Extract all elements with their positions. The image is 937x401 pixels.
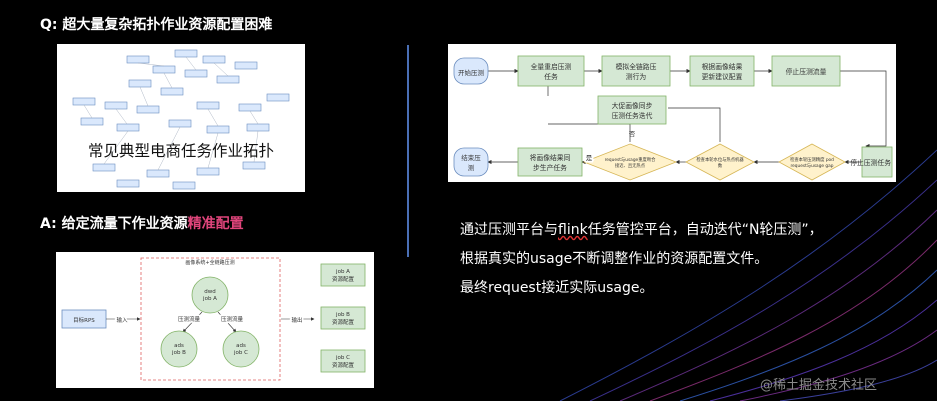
check3-line2: 接近、且无热点 — [615, 162, 646, 169]
system-title: 画像系统+全链路压测 — [185, 259, 234, 266]
edge-a-to-b — [182, 311, 203, 333]
a-heading-prefix: A: 给定流量下作业资源 — [40, 216, 188, 232]
description-line-3: 最终request接近实际usage。 — [460, 280, 654, 296]
topology-caption: 常见典型电商任务作业拓扑 — [88, 142, 274, 160]
ads-b-line1: ads — [174, 343, 184, 349]
restart-task-box — [517, 55, 585, 87]
res-config-c-box — [320, 349, 366, 373]
no-label: 否 — [629, 130, 636, 138]
a-heading: A: 给定流量下作业资源精准配置 — [40, 213, 244, 233]
iterate-box — [597, 95, 667, 125]
step3-line1: 根据画像结果 — [702, 62, 743, 71]
end-line1: 结束压 — [461, 153, 481, 162]
description-line-2: 根据真实的usage不断调整作业的资源配置文件。 — [460, 251, 769, 267]
sync-production-box — [517, 147, 583, 177]
step2-line1: 模拟全链路压 — [616, 62, 657, 71]
check1-line2: request与usage gap — [790, 162, 833, 169]
step1-line1: 全量重启压测 — [531, 62, 572, 71]
a-heading-highlight: 精准配置 — [187, 216, 244, 232]
res-config-b-box — [320, 306, 366, 330]
dwd-node-line2: job A — [202, 296, 217, 302]
dwd-job-a-node — [191, 276, 229, 314]
yes-label: 是 — [586, 154, 593, 162]
check-hotspot-diamond — [685, 143, 755, 181]
check3-line1: request与usage重度吻合 — [605, 156, 656, 163]
start-node — [453, 57, 489, 85]
res-b-line1: job B — [335, 312, 350, 318]
update-config-box — [689, 55, 755, 87]
sync-line2: 步生产任务 — [533, 163, 567, 172]
check-fit-diamond — [582, 143, 678, 181]
flowchart-panel: 开始压测 全量重启压测 任务 模拟全链路压 测行为 根据画像结果 更新建议配置 … — [448, 44, 896, 182]
stop-task-box — [861, 146, 893, 178]
iterate-line1: 大促画像同步 — [612, 101, 653, 110]
res-b-line2: 资源配置 — [332, 318, 355, 326]
step1-line2: 任务 — [544, 72, 558, 81]
load-label-right: 压测流量 — [221, 315, 244, 323]
ads-c-line1: ads — [236, 343, 246, 349]
check1-line1: 检查本轮压测精度 pod — [790, 156, 834, 163]
ads-b-line2: job B — [171, 350, 186, 356]
res-config-a-box — [320, 263, 366, 287]
output-label: 输出 — [291, 316, 302, 324]
check2-line2: 数 — [718, 162, 723, 169]
simulate-box — [601, 55, 671, 87]
dwd-node-line1: dwd — [204, 289, 215, 295]
ads-job-c-node — [222, 330, 260, 368]
step3-line2: 更新建议配置 — [702, 72, 743, 81]
end-line2: 测 — [468, 164, 475, 172]
system-group-box — [140, 257, 281, 381]
step2-line2: 测行为 — [626, 72, 647, 81]
input-label: 输入 — [116, 316, 128, 324]
res-a-line2: 资源配置 — [332, 275, 355, 283]
topology-panel: 常见典型电商任务作业拓扑 — [57, 44, 305, 192]
description-block: 通过压测平台与flink任务管控平台，自动迭代“N轮压测”， 根据真实的usag… — [460, 216, 823, 303]
ads-c-line2: job C — [233, 350, 248, 356]
start-label: 开始压测 — [458, 68, 485, 77]
watermark: @稀土掘金技术社区 — [760, 378, 878, 393]
res-c-line2: 资源配置 — [332, 361, 355, 369]
topology-diagram: 常见典型电商任务作业拓扑 — [72, 49, 290, 190]
q-heading: Q: 超大量复杂拓扑作业资源配置困难 — [40, 17, 273, 33]
sync-line1: 将画像结果同 — [530, 153, 571, 162]
res-a-line1: job A — [335, 269, 350, 275]
stop-traffic-box — [771, 55, 841, 87]
iterate-line2: 压测任务迭代 — [612, 111, 653, 120]
target-rps-label: 目标RPS — [73, 316, 95, 324]
res-c-line1: job C — [335, 355, 350, 361]
description-line-1: 通过压测平台与flink任务管控平台，自动迭代“N轮压测”， — [460, 222, 823, 238]
resource-config-diagram: 画像系统+全链路压测 目标RPS 输入 dwd job A 压测流量 压测流量 … — [61, 257, 366, 381]
ads-job-b-node — [160, 330, 198, 368]
check-gap-diamond — [778, 143, 846, 181]
stop-task-label: 停止压测任务 — [850, 158, 891, 167]
load-label-left: 压测流量 — [178, 315, 201, 323]
check2-line1: 检查本轮水位与热点机器 — [696, 156, 744, 163]
vertical-divider — [407, 45, 409, 257]
iteration-flowchart: 开始压测 全量重启压测 任务 模拟全链路压 测行为 根据画像结果 更新建议配置 … — [453, 55, 893, 181]
resource-config-panel: 画像系统+全链路压测 目标RPS 输入 dwd job A 压测流量 压测流量 … — [56, 252, 374, 388]
step4-label: 停止压测流量 — [786, 67, 827, 76]
end-node — [453, 147, 489, 177]
edge-a-to-c — [217, 311, 237, 333]
